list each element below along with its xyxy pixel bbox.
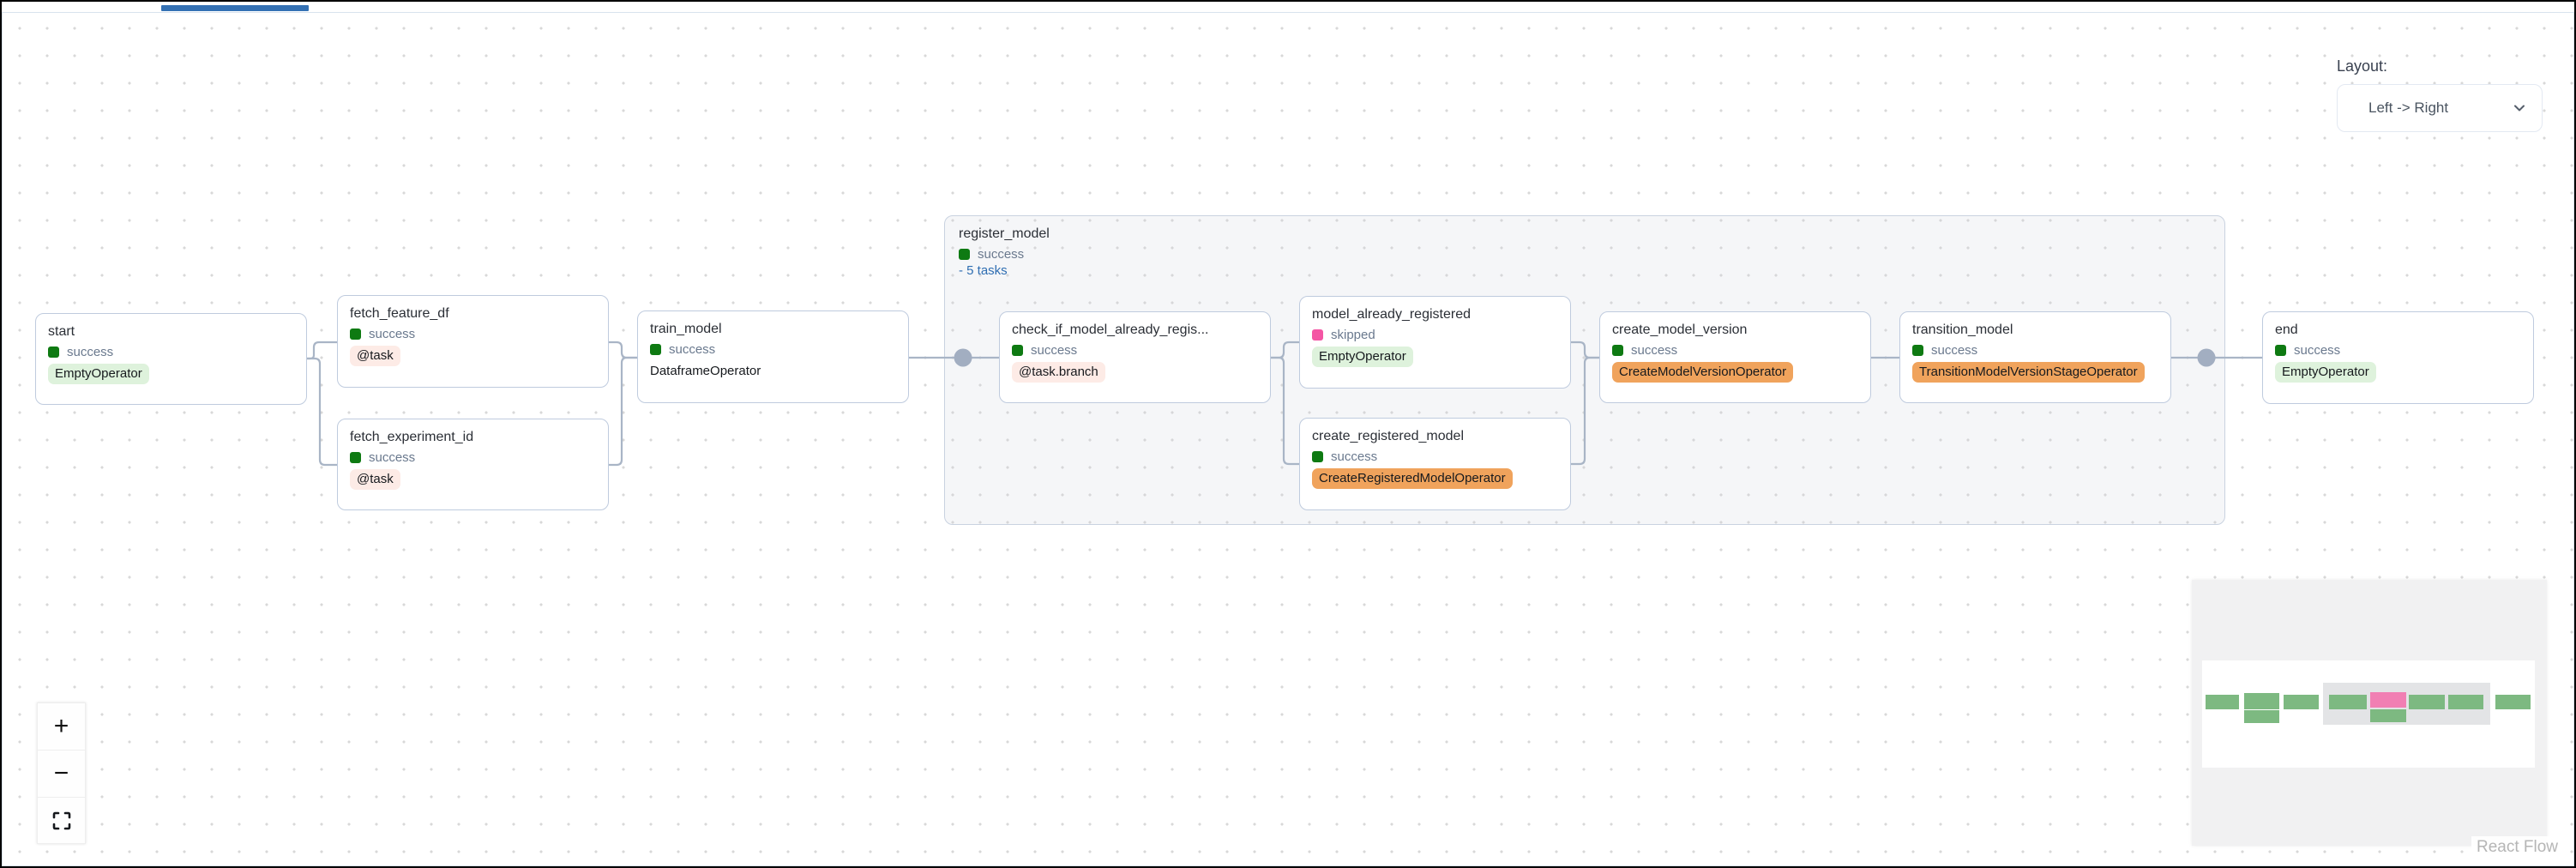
task-node-check_if_model_already_registered[interactable]: check_if_model_already_regis... success … <box>999 311 1271 403</box>
operator-badge: CreateRegisteredModelOperator <box>1312 468 1513 490</box>
node-title: create_registered_model <box>1312 429 1464 443</box>
operator-badge: EmptyOperator <box>1312 347 1413 368</box>
node-title: transition_model <box>1912 322 2013 337</box>
status-square-icon <box>2275 345 2286 356</box>
status-label: success <box>1631 343 1678 358</box>
node-title: fetch_feature_df <box>350 306 449 321</box>
status-square-icon <box>1912 345 1923 356</box>
collapse-tasks-link[interactable]: - 5 tasks <box>959 263 1008 278</box>
minimap-node-rect <box>2329 695 2367 709</box>
layout-panel: Layout: Left -> Right <box>2337 57 2543 132</box>
edge-fetch_experiment_id-to-train_model <box>609 356 637 467</box>
minimap-node-rect <box>2409 695 2445 709</box>
task-node-transition_model[interactable]: transition_model success TransitionModel… <box>1899 311 2171 403</box>
status-square-icon <box>1312 451 1323 462</box>
task-node-train_model[interactable]: train_model success DataframeOperator <box>637 310 909 403</box>
layout-direction-value: Left -> Right <box>2368 99 2449 116</box>
minimap-node-rect <box>2370 692 2406 708</box>
status-label: success <box>369 450 416 465</box>
minimap-node-rect <box>2244 693 2279 709</box>
status-label: success <box>2294 343 2341 358</box>
node-title: start <box>48 324 75 339</box>
active-tab-indicator <box>161 5 309 11</box>
minus-icon: − <box>53 759 69 787</box>
status-label: success <box>67 345 114 359</box>
operator-badge: @task.branch <box>1012 362 1105 383</box>
status-square-icon <box>1012 345 1023 356</box>
status-square-icon <box>1312 329 1323 341</box>
operator-badge: EmptyOperator <box>2275 362 2376 383</box>
top-strip <box>2 2 2574 12</box>
status-square-icon <box>350 452 361 463</box>
status-square-icon <box>48 347 59 358</box>
minimap-node-rect <box>2448 695 2483 709</box>
layout-label: Layout: <box>2337 57 2388 75</box>
task-node-create_registered_model[interactable]: create_registered_model success CreateRe… <box>1299 418 1571 510</box>
graph-canvas[interactable]: register_model success - 5 tasks start s… <box>2 12 2574 866</box>
status-label: success <box>1931 343 1978 358</box>
status-label: success <box>1031 343 1078 358</box>
status-square-icon <box>650 344 661 355</box>
node-title: check_if_model_already_regis... <box>1012 322 1209 337</box>
status-square-icon <box>959 249 970 260</box>
minimap-node-rect <box>2495 695 2531 709</box>
plus-icon: + <box>53 712 69 740</box>
status-square-icon <box>1612 345 1623 356</box>
operator-badge: @task <box>350 346 400 367</box>
node-title: fetch_experiment_id <box>350 430 474 444</box>
task-node-start[interactable]: start success EmptyOperator <box>35 313 307 405</box>
minimap-node-rect <box>2244 710 2279 723</box>
group-status-label: success <box>978 247 1025 262</box>
operator-badge: TransitionModelVersionStageOperator <box>1912 362 2145 383</box>
operator-badge: DataframeOperator <box>650 364 761 378</box>
minimap-node-rect <box>2206 695 2239 709</box>
task-node-create_model_version[interactable]: create_model_version success CreateModel… <box>1599 311 1871 403</box>
fit-view-button[interactable] <box>37 797 86 844</box>
chevron-down-icon <box>2513 101 2526 115</box>
status-label: skipped <box>1331 328 1375 342</box>
status-label: success <box>1331 449 1378 464</box>
group-title: register_model <box>959 226 1050 241</box>
status-label: success <box>369 327 416 341</box>
operator-badge: EmptyOperator <box>48 364 149 385</box>
minimap[interactable] <box>2192 580 2547 846</box>
minimap-node-rect <box>2284 695 2319 709</box>
task-node-end[interactable]: end success EmptyOperator <box>2262 311 2534 404</box>
edge-start-to-fetch_experiment_id <box>307 357 337 467</box>
node-title: train_model <box>650 322 722 336</box>
status-square-icon <box>350 329 361 340</box>
edge-fetch_feature_df-to-train_model <box>609 341 637 359</box>
node-title: create_model_version <box>1612 322 1748 337</box>
task-node-model_already_registered[interactable]: model_already_registered skipped EmptyOp… <box>1299 296 1571 389</box>
node-title: end <box>2275 322 2298 337</box>
status-label: success <box>669 342 716 357</box>
fit-view-icon <box>52 811 71 830</box>
reactflow-attribution: React Flow <box>2471 836 2563 859</box>
operator-badge: @task <box>350 469 400 491</box>
zoom-in-button[interactable]: + <box>37 702 86 750</box>
operator-badge: CreateModelVersionOperator <box>1612 362 1794 383</box>
zoom-controls: + − <box>37 702 86 844</box>
task-node-fetch_feature_df[interactable]: fetch_feature_df success @task <box>337 295 609 388</box>
layout-direction-select[interactable]: Left -> Right <box>2337 84 2543 132</box>
zoom-out-button[interactable]: − <box>37 750 86 797</box>
edge-start-to-fetch_feature_df <box>307 341 337 360</box>
node-title: model_already_registered <box>1312 307 1471 322</box>
task-node-fetch_experiment_id[interactable]: fetch_experiment_id success @task <box>337 419 609 510</box>
minimap-node-rect <box>2370 709 2406 722</box>
